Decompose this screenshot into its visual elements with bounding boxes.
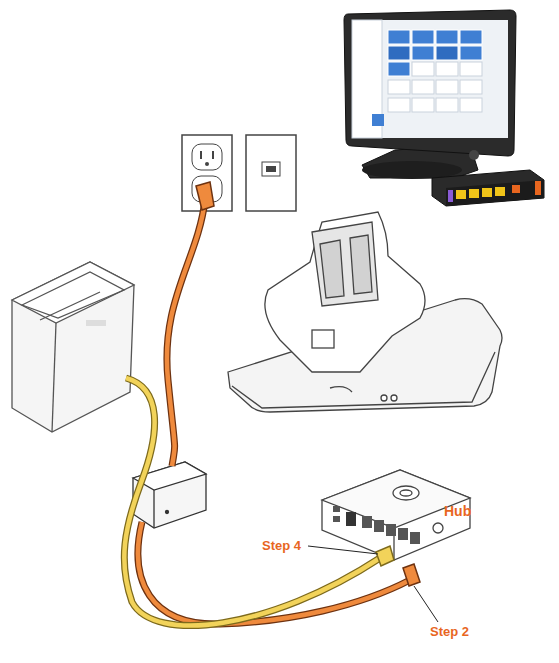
power-outlet [182, 135, 232, 211]
step-callout: Step 2 [430, 624, 469, 639]
ethernet-jack [246, 135, 296, 211]
device-name: Hub [444, 503, 471, 519]
terminal-hub [432, 170, 544, 206]
orange-cable [138, 182, 420, 624]
yellow-cable [124, 378, 394, 626]
receipt-printer [12, 262, 134, 432]
step-callout: Step 4 [262, 538, 301, 553]
pos-terminal [344, 10, 516, 179]
hub-box: Hub [320, 465, 480, 565]
leader-line [308, 546, 438, 622]
stand-base [228, 212, 502, 412]
